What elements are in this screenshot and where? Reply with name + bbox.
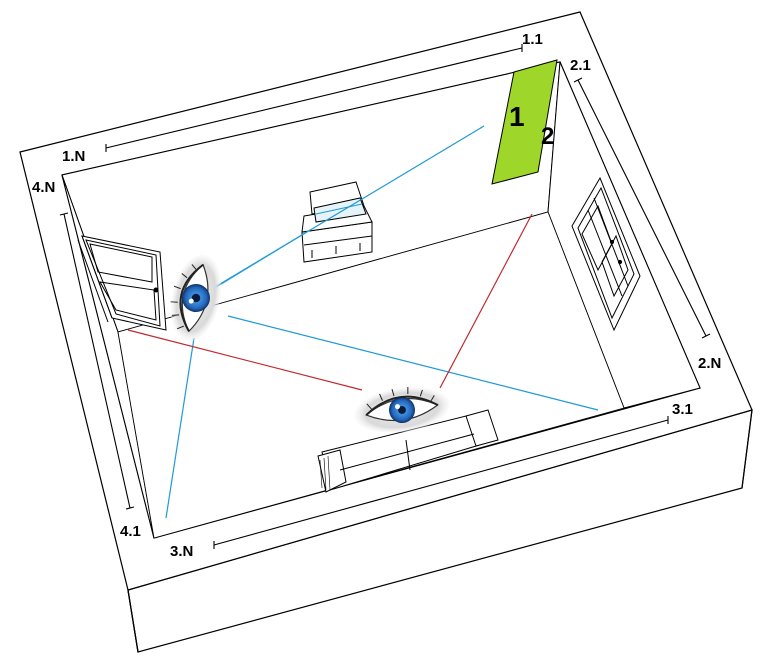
sight-line xyxy=(207,229,311,293)
sight-line xyxy=(165,337,195,519)
door-icon xyxy=(77,235,167,331)
floor xyxy=(117,211,625,539)
dimension-line-wall3 xyxy=(213,419,669,546)
label-wall3-end: 3.N xyxy=(170,543,193,560)
wall-labels: 1.1 1.N 2.1 2.N 3.1 3.N 4.1 4.N xyxy=(32,31,721,560)
panel-number-side: 2 xyxy=(541,123,554,150)
label-wall3-start: 3.1 xyxy=(672,401,693,418)
window-icon xyxy=(571,176,641,332)
panel-surface xyxy=(491,59,558,185)
dimension-lines xyxy=(59,44,711,549)
dimension-line-wall1 xyxy=(105,47,523,149)
label-wall2-end: 2.N xyxy=(698,355,721,372)
label-wall1-end: 1.N xyxy=(62,148,85,165)
label-wall4-start: 4.1 xyxy=(120,523,141,540)
sofa-icon xyxy=(317,409,499,493)
label-wall2-start: 2.1 xyxy=(570,57,591,74)
dimension-line-wall4 xyxy=(63,213,131,509)
eye-icon xyxy=(354,386,450,433)
outer-wall-front-bottom xyxy=(127,589,139,653)
sight-line xyxy=(227,315,599,411)
panel-number-front: 1 xyxy=(509,101,525,132)
reflection-line xyxy=(127,329,363,391)
label-wall4-end: 4.N xyxy=(32,179,55,196)
reflection-lines xyxy=(127,213,533,391)
sight-lines xyxy=(165,125,599,519)
label-wall1-start: 1.1 xyxy=(522,31,543,48)
dimension-line-wall2 xyxy=(577,79,707,337)
outer-wall-edge xyxy=(741,409,753,489)
reflection-line xyxy=(439,213,533,389)
acoustic-panel: 1 2 xyxy=(491,59,558,185)
eye-icon xyxy=(170,254,222,342)
